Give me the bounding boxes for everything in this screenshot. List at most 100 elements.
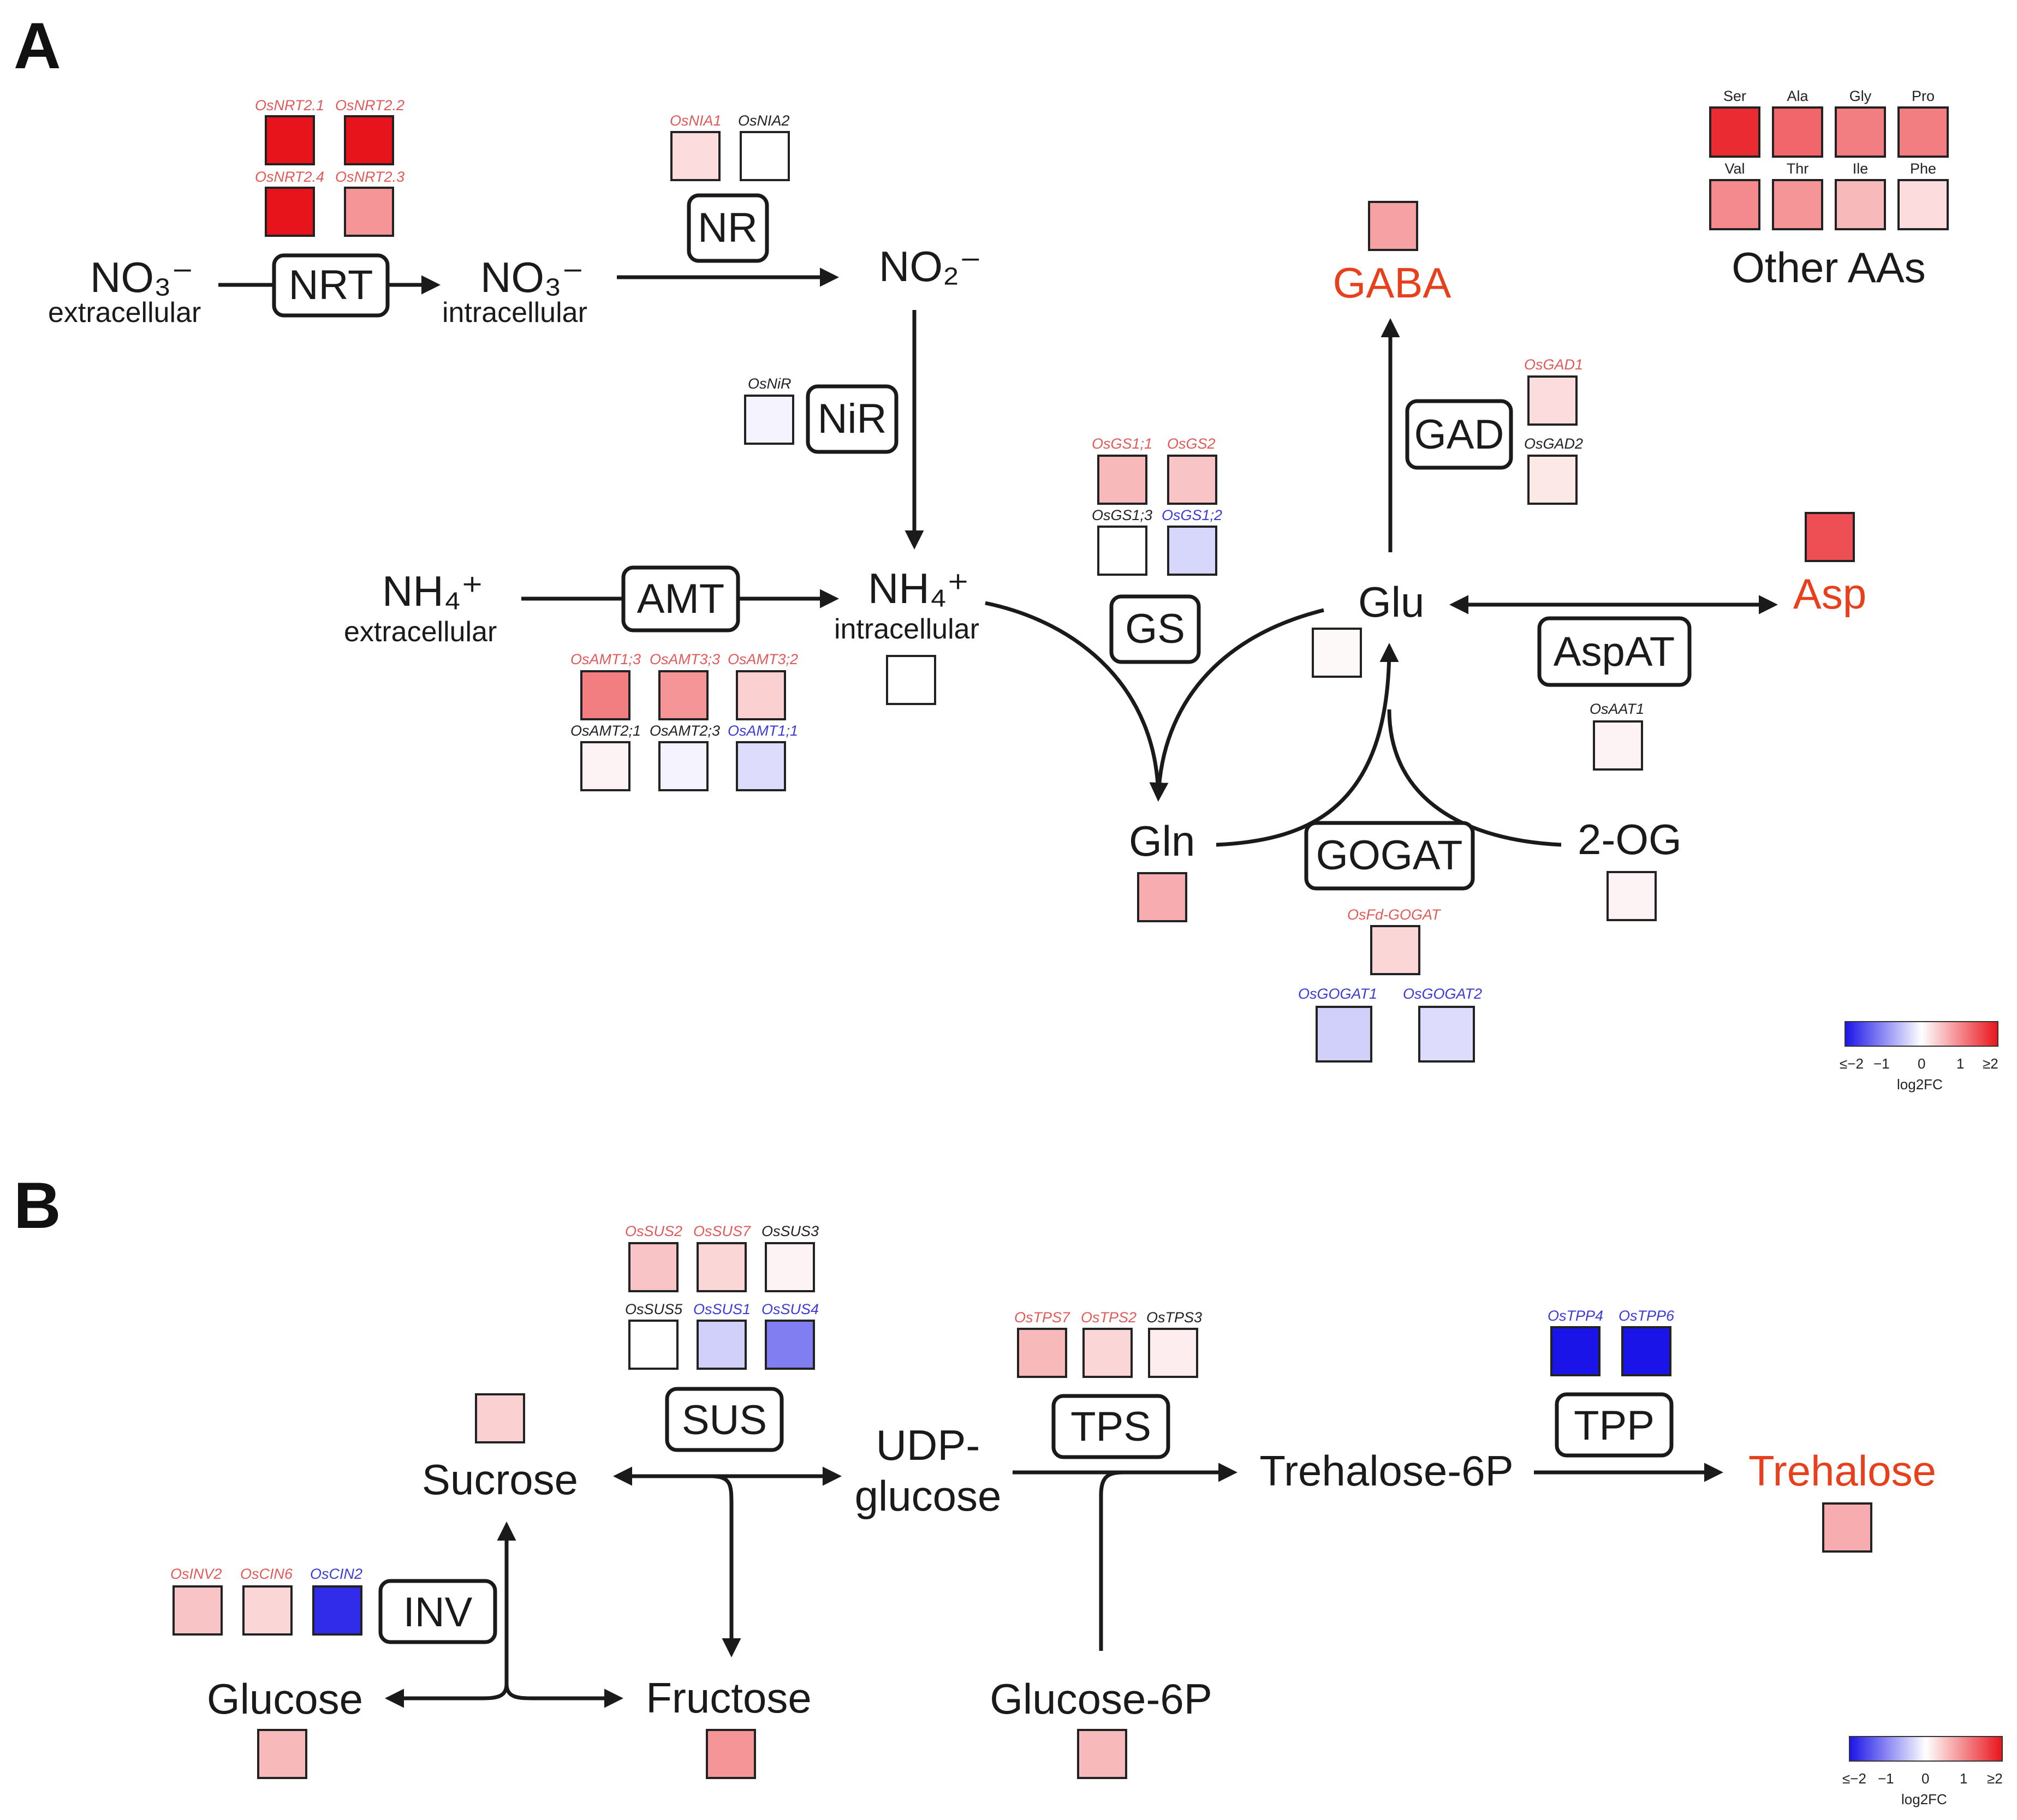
glucose-label: Glucose (207, 1675, 363, 1723)
gene-label-ostps7: OsTPS7 (1014, 1309, 1070, 1326)
enzyme-box-gogat (1304, 821, 1475, 891)
aa-label-val: Val (1724, 160, 1745, 177)
enzyme-label-gad: GAD (1414, 411, 1504, 458)
enzyme-box-inv (378, 1579, 497, 1644)
sus-branch-fructose (709, 1474, 741, 1657)
heat-cell-nh4-int (886, 655, 936, 705)
other-aas-grid: Ser Ala Gly Pro Val Thr Ile Phe Other AA… (1709, 88, 1949, 291)
aa-label-ser: Ser (1723, 88, 1746, 104)
gene-label-ossus4: OsSUS4 (761, 1301, 819, 1317)
gene-label-osnrt23: OsNRT2.3 (335, 169, 404, 185)
heat-cell-osamt11 (736, 741, 786, 791)
legend-a-tick-4: ≥2 (1983, 1055, 1998, 1072)
heat-cell-osgs12 (1167, 526, 1217, 576)
enzyme-label-sus: SUS (682, 1397, 767, 1443)
gene-label-osgs12: OsGS1;2 (1162, 507, 1222, 523)
aa-label-phe: Phe (1910, 160, 1936, 177)
gene-label-ostpp6: OsTPP6 (1619, 1308, 1675, 1324)
legend-a-tick-0: ≤−2 (1840, 1055, 1864, 1072)
glu-label: Glu (1358, 578, 1424, 626)
enzyme-label-nr: NR (698, 205, 758, 251)
gene-label-osnrt24: OsNRT2.4 (255, 169, 324, 185)
gene-label-osamt21: OsAMT2;1 (570, 723, 641, 739)
heat-cell-ossus5 (628, 1320, 679, 1370)
heat-cell-osnir (744, 395, 794, 445)
heat-cell-osaat1 (1593, 720, 1643, 771)
enzyme-box-sus (665, 1387, 784, 1452)
gene-label-osgad2: OsGAD2 (1524, 435, 1583, 452)
gaba-label: GABA (1333, 259, 1451, 307)
tps-branch-g6p (1099, 1470, 1125, 1651)
heat-cell-trehalose (1822, 1502, 1872, 1553)
legend-b-tick-2: 0 (1921, 1770, 1929, 1787)
trehalose-label: Trehalose (1748, 1447, 1936, 1495)
legend-b-tick-3: 1 (1960, 1770, 1967, 1787)
heat-cell-ser (1709, 106, 1760, 158)
gene-label-osamt11: OsAMT1;1 (728, 723, 798, 739)
udp-label-2: glucose (855, 1472, 1002, 1520)
heat-cell-ile (1835, 179, 1886, 230)
gene-label-osamt33: OsAMT3;3 (650, 651, 720, 667)
gs-curve-nh4 (985, 601, 1161, 798)
heat-cell-gln (1137, 872, 1187, 922)
gene-label-osgs13: OsGS1;3 (1092, 507, 1152, 523)
sucrose-label: Sucrose (422, 1455, 578, 1503)
enzyme-box-gs (1109, 594, 1201, 664)
aa-label-gly: Gly (1849, 88, 1872, 104)
gene-label-osamt23: OsAMT2;3 (650, 723, 720, 739)
asp-label: Asp (1793, 570, 1866, 618)
enzyme-label-amt: AMT (637, 576, 724, 622)
gene-label-osinv2: OsINV2 (170, 1566, 222, 1582)
heat-cell-osnia2 (740, 131, 790, 181)
heat-cell-og (1607, 871, 1657, 921)
heat-cell-osamt21 (580, 741, 630, 791)
heat-cell-osgogat2 (1418, 1006, 1475, 1063)
enzyme-label-nir: NiR (818, 396, 887, 442)
enzyme-box-nrt (272, 253, 390, 318)
nh4-ext-sublabel: extracellular (344, 616, 497, 648)
legend-a-tick-2: 0 (1918, 1055, 1925, 1072)
gene-label-osfdgogat: OsFd-GOGAT (1347, 906, 1442, 923)
panel-label-b: B (14, 1169, 61, 1242)
aa-label-ile: Ile (1853, 160, 1869, 177)
gene-label-osgs11: OsGS1;1 (1092, 435, 1152, 452)
enzyme-box-amt (621, 565, 740, 632)
enzyme-box-gad (1405, 399, 1513, 470)
enzyme-label-nrt: NRT (289, 262, 373, 308)
gene-label-osaat1: OsAAT1 (1590, 701, 1644, 717)
legend-a-gradient (1845, 1021, 1998, 1047)
aa-label-ala: Ala (1787, 88, 1808, 104)
heat-cell-glu (1312, 628, 1362, 678)
heat-cell-gaba (1368, 201, 1418, 251)
gene-label-osnrt21: OsNRT2.1 (255, 97, 324, 114)
gene-label-ossus2: OsSUS2 (625, 1223, 682, 1239)
gogat-curve-gln (1216, 643, 1399, 847)
legend-a-title: log2FC (1897, 1076, 1943, 1093)
heat-cell-thr (1772, 179, 1823, 230)
heat-cell-ostpp6 (1621, 1326, 1671, 1376)
heat-cell-osnia1 (670, 131, 721, 181)
heat-cell-osgad1 (1527, 375, 1578, 426)
heat-cell-asp (1805, 512, 1855, 562)
heat-cell-osinv2 (172, 1585, 223, 1636)
no3-int-sublabel: intracellular (442, 297, 587, 329)
heat-cell-sucrose (475, 1393, 525, 1443)
gene-label-ossus7: OsSUS7 (693, 1223, 751, 1239)
inv-arrow-fructose (504, 1683, 623, 1708)
enzyme-label-gogat: GOGAT (1316, 832, 1463, 879)
heat-cell-oscin2 (312, 1585, 362, 1636)
enzyme-box-tpp (1555, 1392, 1674, 1458)
inv-arrow-glucose (385, 1683, 509, 1708)
legend-b-gradient (1849, 1736, 2003, 1762)
enzyme-box-nir (806, 384, 899, 454)
heat-cell-osnrt22 (344, 115, 394, 165)
gene-label-ostpp4: OsTPP4 (1548, 1308, 1603, 1324)
heat-cell-phe (1897, 179, 1949, 230)
heat-cell-ossus3 (765, 1242, 815, 1292)
nh4-int-sublabel: intracellular (834, 613, 979, 645)
gs-curve-glu (1149, 608, 1324, 802)
gogat-curve-og (1387, 709, 1562, 847)
heat-cell-osamt32 (736, 670, 786, 720)
gene-label-osnia1: OsNIA1 (670, 112, 722, 129)
heat-cell-pro (1897, 106, 1949, 158)
